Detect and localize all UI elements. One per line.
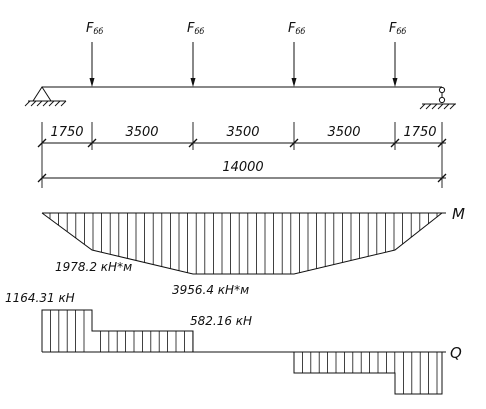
dim-total: 14000 <box>222 160 263 175</box>
moment-label: M <box>452 205 465 223</box>
shear-annotation-end: 1164.31 кН <box>5 291 75 305</box>
pin-support <box>24 86 67 107</box>
moment-outline <box>41 212 443 275</box>
shear-diagram: Q 1164.31 кН 582.16 кН <box>5 291 462 395</box>
load-label-2: Fбб <box>187 21 204 36</box>
moment-annotation-side: 1978.2 кН*м <box>55 260 132 274</box>
shear-outline-positive <box>41 309 194 352</box>
load-arrow-1: Fбб <box>86 21 103 87</box>
shear-annotation-mid: 582.16 кН <box>190 314 252 328</box>
load-label-4: Fбб <box>389 21 406 36</box>
moment-diagram: M 1978.2 кН*м 3956.4 кН*м <box>41 205 465 297</box>
moment-hatching <box>49 213 438 274</box>
load-label-1: Fбб <box>86 21 103 36</box>
moment-annotation-max: 3956.4 кН*м <box>172 283 249 297</box>
dim-segment-4: 3500 <box>327 125 360 140</box>
dim-segment-5: 1750 <box>403 125 436 140</box>
shear-outline-negative <box>293 352 443 395</box>
dimension-ticks <box>37 122 447 188</box>
dim-segment-1: 1750 <box>50 125 83 140</box>
shear-label: Q <box>450 344 462 362</box>
shear-hatching <box>50 310 438 394</box>
load-arrow-3: Fбб <box>288 21 305 87</box>
beam: Fбб Fбб Fбб Fбб <box>24 21 456 110</box>
load-label-3: Fбб <box>288 21 305 36</box>
dim-segment-2: 3500 <box>125 125 158 140</box>
dimension-lines: 1750 3500 3500 3500 1750 14000 <box>37 122 447 188</box>
load-arrow-2: Fбб <box>187 21 204 87</box>
roller-support <box>419 86 456 110</box>
dim-segment-3: 3500 <box>226 125 259 140</box>
load-arrow-4: Fбб <box>389 21 406 87</box>
